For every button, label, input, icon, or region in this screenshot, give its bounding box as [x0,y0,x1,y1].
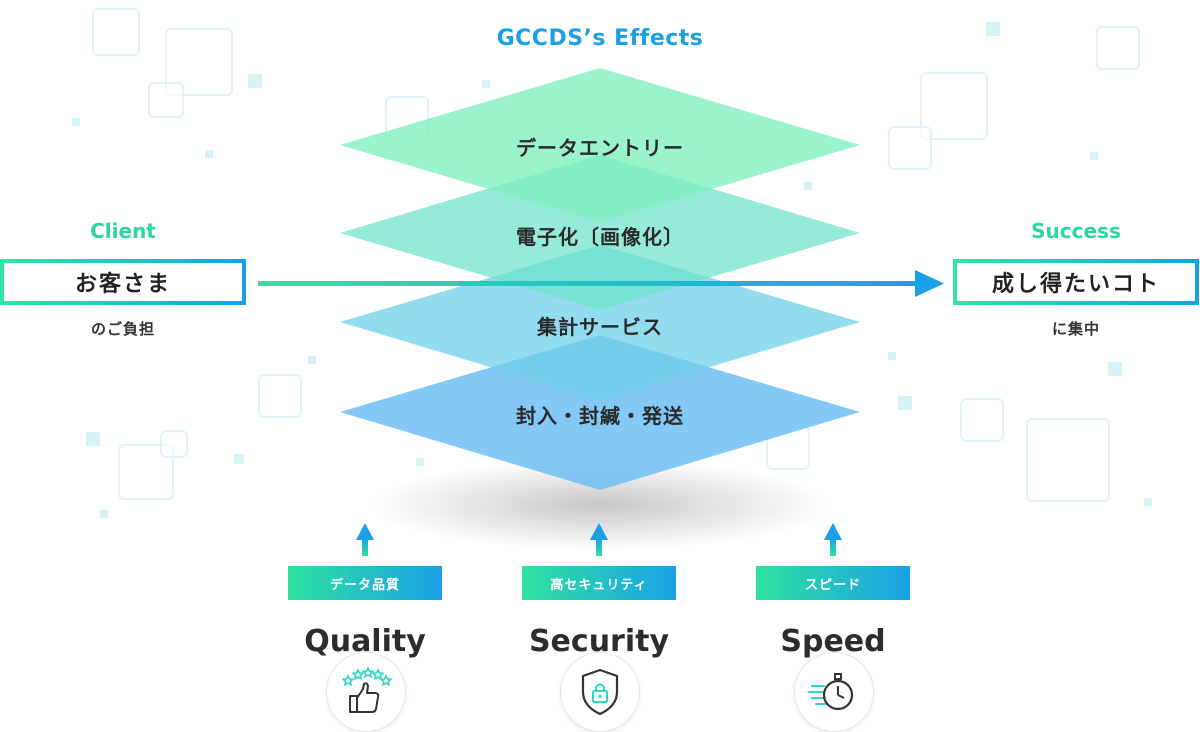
tag-security: 高セキュリティ [522,566,676,600]
decor-square [1096,26,1140,70]
decor-dot [308,356,316,364]
decor-square [148,82,184,118]
up-arrow-quality-icon [356,523,374,556]
layer-label-digitization: 電子化〔画像化〕 [516,225,684,249]
decor-square [888,126,932,170]
page-title: GCCDS’s Effects [496,26,704,51]
decor-square [258,374,302,418]
success-box: 成し得たいコト [953,259,1199,305]
stopwatch-icon [808,673,854,711]
decor-square [1026,418,1110,502]
layer-label-data-entry: データエントリー [516,136,684,160]
decor-dot [234,454,244,464]
layer-label-mailing: 封入・封緘・発送 [516,404,684,428]
decor-dot [804,182,812,190]
tag-quality: データ品質 [288,566,442,600]
decor-dot [1090,152,1098,160]
stack-shadow [370,460,830,550]
client-heading: Client [90,219,156,243]
success-sub: に集中 [1051,320,1100,338]
metric-icon-security [560,652,640,732]
up-arrow-security-icon [590,523,608,556]
client-box: お客さま [0,259,246,305]
layer-diamond-2 [340,155,860,310]
decor-dot [986,22,1000,36]
decor-dot [72,118,80,126]
tag-speed: スピード [756,566,910,600]
decor-dot [248,74,262,88]
shield-lock-icon [581,668,619,716]
decor-dot [1108,362,1122,376]
layer-label-aggregation: 集計サービス [537,315,663,339]
metric-icon-quality [326,652,406,732]
client-sub: のご負担 [90,320,155,338]
decor-dot [898,396,912,410]
decor-dot [100,510,108,518]
success-heading: Success [1031,219,1121,243]
decor-dot [1144,498,1152,506]
layer-diamond-4 [340,335,860,490]
decor-square [92,8,140,56]
thumbs-up-stars-icon [341,666,393,713]
up-arrow-speed-icon [824,523,842,556]
decor-dot [205,150,213,158]
decor-dot [888,352,896,360]
decor-square [160,430,188,458]
decor-dot [482,80,490,88]
metric-icon-speed [794,652,874,732]
layer-diamond-1 [340,68,860,222]
decor-square [960,398,1004,442]
decor-dot [416,458,424,466]
decor-dot [86,432,100,446]
